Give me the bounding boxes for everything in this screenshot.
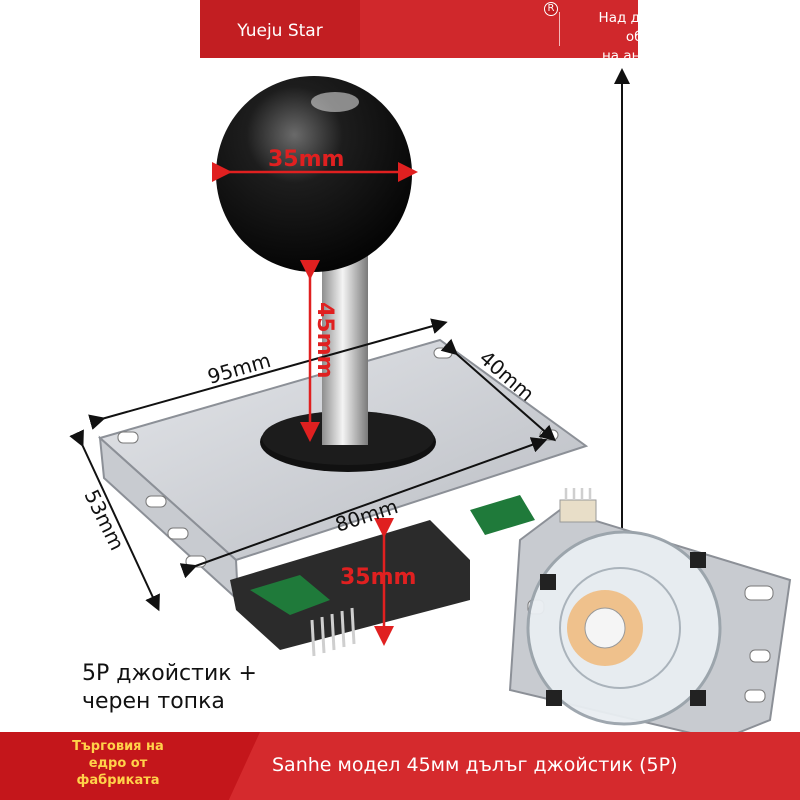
microswitch	[690, 552, 706, 568]
mounting-hole	[433, 347, 453, 359]
bottom-banner: Търговия на едро от фабриката Sanhe моде…	[0, 732, 800, 800]
shaft-end	[584, 607, 626, 649]
badge-line-3: фабриката	[76, 773, 160, 788]
dim-label-shaft: 45mm	[312, 302, 337, 378]
microswitch	[546, 690, 562, 706]
connector-block	[559, 499, 597, 523]
registered-mark: R	[544, 2, 558, 16]
tagline-line-2: на анимационната индустрия	[601, 48, 736, 83]
joystick-bottom-view	[508, 488, 792, 742]
dim-label-ball: 35mm	[268, 147, 344, 172]
wholesale-badge-text: Търговия на едро от фабриката	[18, 738, 218, 789]
brand-name: Yueju Star	[200, 0, 360, 58]
badge-line-1: Търговия на	[72, 739, 164, 754]
badge-line-2: едро от	[88, 756, 148, 771]
caption-line-1: 5P джойстик +	[82, 661, 257, 686]
dim-line-plate-height	[69, 429, 160, 612]
product-title: Sanhe модел 45мм дълъг джойстик (5P)	[272, 754, 678, 776]
microswitch	[540, 574, 556, 590]
dim-line-plate-length	[88, 318, 448, 430]
connector-pins	[310, 607, 356, 657]
mounting-hole	[145, 495, 167, 508]
dim-label-plate-height: 53mm	[80, 486, 130, 554]
dim-label-base: 35mm	[340, 565, 416, 590]
microswitch	[690, 690, 706, 706]
dim-label-plate-length: 95mm	[205, 348, 274, 389]
wholesale-badge	[0, 732, 260, 800]
tagline-line-1: Над десет години в обслужване	[598, 10, 740, 45]
dim-line-hole-spacing	[179, 437, 548, 579]
mounting-hole	[744, 585, 774, 601]
pcb-board-right	[470, 495, 535, 535]
mounting-hole	[744, 689, 766, 703]
product-caption: 5P джойстик + черен топка	[82, 660, 282, 716]
dim-line-plate-depth	[440, 338, 557, 442]
connector-pins-bottom	[564, 488, 592, 500]
pcb-board	[250, 575, 330, 615]
ball-highlight	[311, 92, 359, 112]
banner-divider	[559, 12, 560, 46]
top-banner: Yueju Star R Над десет години в обслужва…	[200, 0, 739, 83]
mounting-hole	[167, 527, 189, 540]
caption-line-2: черен топка	[82, 689, 225, 714]
mounting-hole	[749, 649, 771, 663]
mounting-hole	[117, 431, 139, 444]
brand-tagline: Над десет години в обслужване на анимаци…	[564, 9, 774, 85]
gate-inner-ring	[559, 567, 681, 689]
